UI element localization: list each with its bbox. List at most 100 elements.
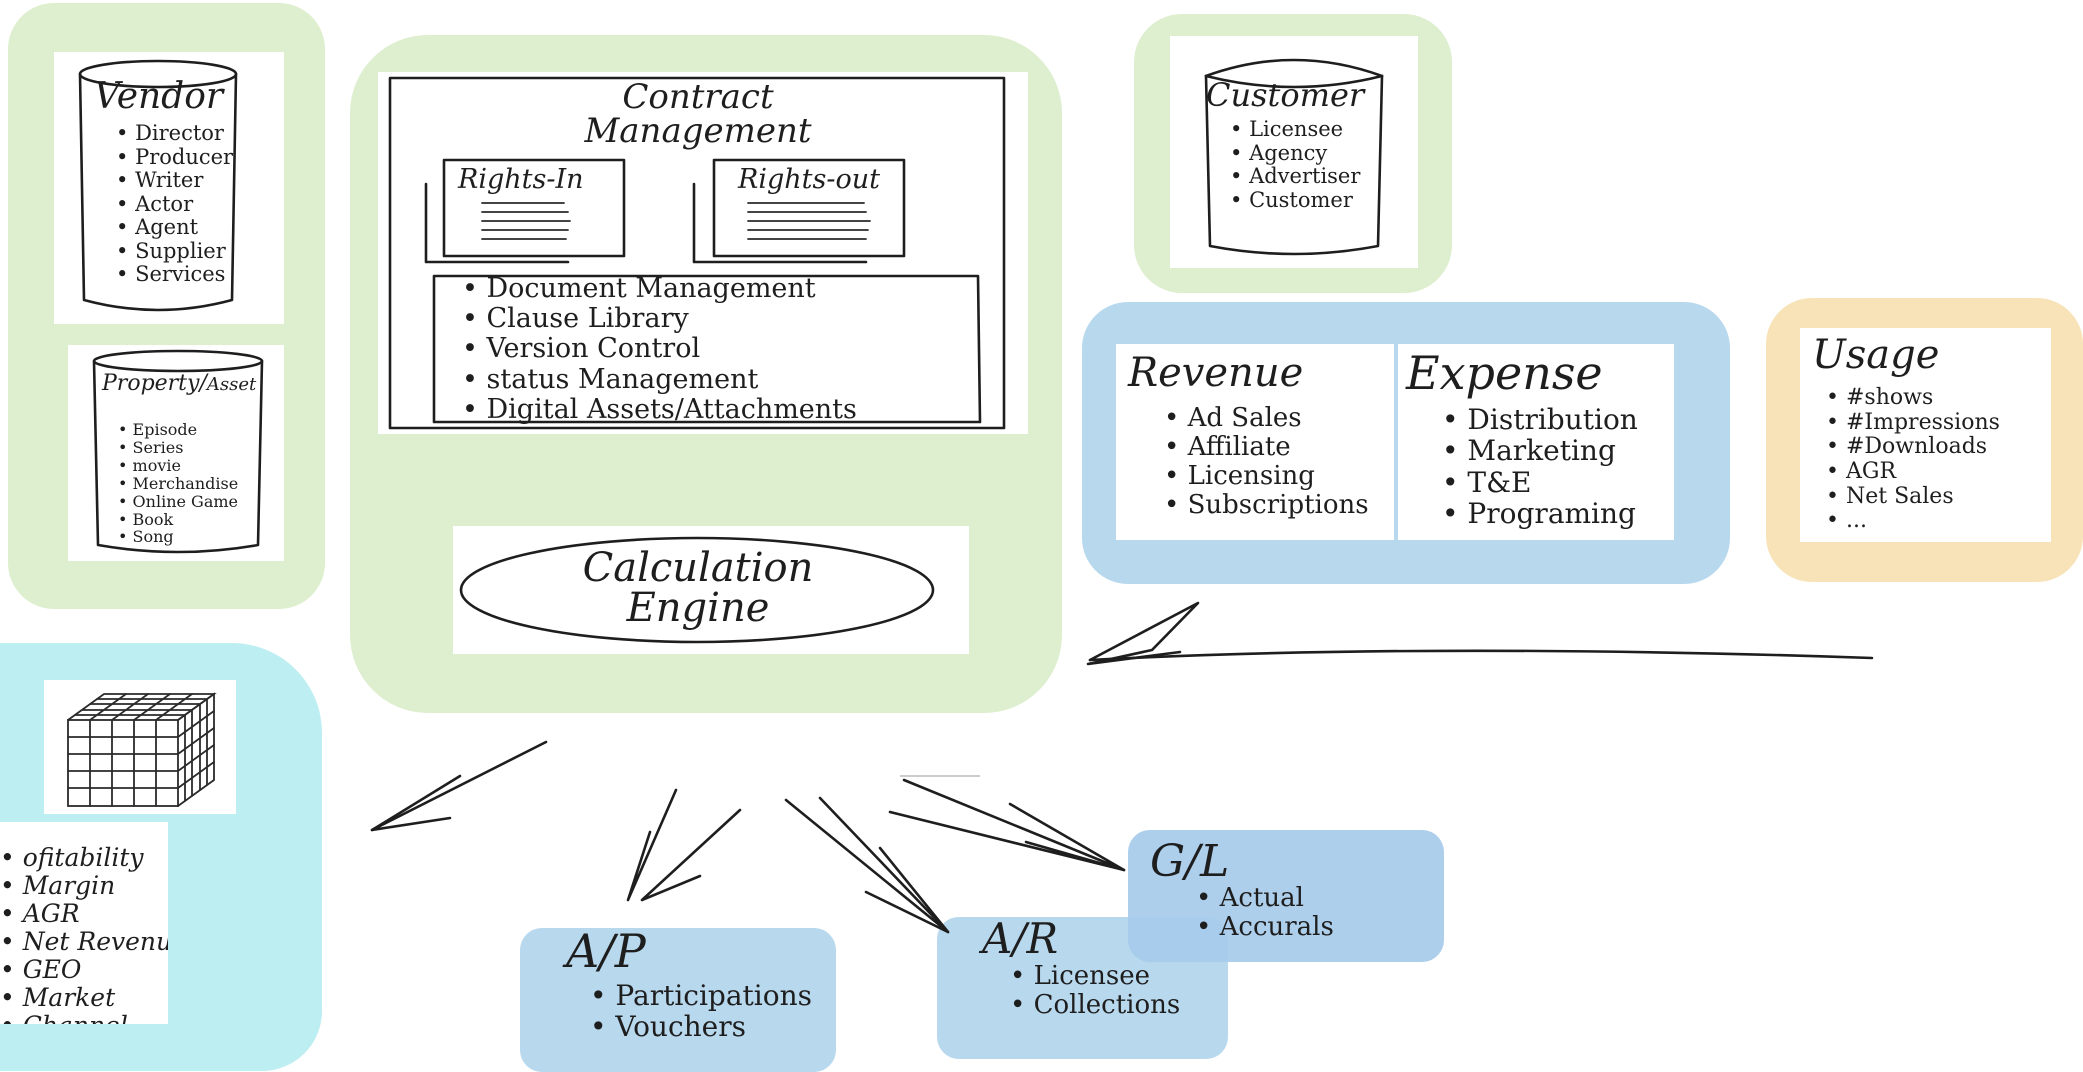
- contract-feature-item: Document Management: [462, 273, 857, 304]
- ap-title: A/P: [566, 924, 646, 978]
- ar-arrow: [784, 798, 950, 934]
- ap-arrow-1: [626, 788, 678, 902]
- vendor-item: Agent: [116, 216, 233, 240]
- analytics-item: AGR: [0, 900, 168, 928]
- vendor-panel: Vendor DirectorProducerWriterActorAgentS…: [54, 52, 284, 324]
- customer-item: Agency: [1230, 141, 1360, 166]
- cube-panel: [44, 680, 236, 814]
- data-cube-icon: [67, 692, 217, 807]
- property-item: Book: [118, 510, 238, 529]
- property-title-sub: Asset: [206, 374, 257, 395]
- vendor-item: Supplier: [116, 239, 233, 264]
- engine-label: Calculation Engine: [453, 548, 943, 628]
- expense-list: DistributionMarketingT&EPrograming: [1442, 404, 1638, 530]
- analytics-item: ofitability: [0, 844, 168, 872]
- contract-feature-item: Version Control: [462, 334, 857, 364]
- contract-feature-item: Clause Library: [462, 303, 857, 334]
- ar-item: Collections: [1010, 990, 1181, 1020]
- usage-item: Net Sales: [1826, 484, 2000, 510]
- engine-label-line1: Calculation: [582, 545, 814, 591]
- revenue-list: Ad SalesAffiliateLicensingSubscriptions: [1164, 403, 1369, 520]
- property-asset-panel: Property/Asset EpisodeSeriesmovieMerchan…: [68, 345, 284, 561]
- vendor-item: Director: [116, 121, 233, 146]
- customer-cylinder-outline: [1204, 58, 1384, 256]
- expense-item: Distribution: [1442, 404, 1637, 436]
- customer-panel: Customer LicenseeAgencyAdvertiserCustome…: [1170, 36, 1418, 268]
- vendor-item: Services: [116, 263, 233, 287]
- analytics-item: Margin: [0, 872, 168, 900]
- revenue-title: Revenue: [1128, 350, 1304, 396]
- ar-title: A/R: [982, 914, 1059, 963]
- usage-list: #shows#Impressions#DownloadsAGRNet Sales…: [1826, 385, 2000, 534]
- revenue-item: Affiliate: [1164, 432, 1369, 462]
- property-title-main: Property: [102, 371, 200, 396]
- usage-title: Usage: [1812, 332, 1940, 378]
- input-arrow: [1088, 649, 1874, 662]
- property-cylinder-outline: [92, 349, 264, 554]
- expense-title: Expense: [1406, 346, 1603, 400]
- analytics-item: Market: [0, 984, 168, 1012]
- usage-item: ...: [1826, 508, 2000, 534]
- property-item: Series: [118, 438, 238, 457]
- ar-item: Licensee: [1010, 961, 1180, 991]
- revenue-item: Subscriptions: [1164, 491, 1369, 520]
- contract-feature-item: status Management: [462, 364, 857, 395]
- vendor-item: Writer: [116, 169, 233, 193]
- usage-panel: Usage #shows#Impressions#DownloadsAGRNet…: [1800, 328, 2051, 542]
- vendor-cylinder-outline: [78, 59, 238, 312]
- expense-item: T&E: [1442, 466, 1638, 498]
- gl-item: Actual: [1196, 883, 1334, 913]
- contract-feature-item: Digital Assets/Attachments: [462, 394, 857, 425]
- revenue-panel: Revenue Ad SalesAffiliateLicensingSubscr…: [1116, 344, 1394, 540]
- vendor-item: Producer: [116, 145, 233, 170]
- engine-ellipse-outline: [459, 536, 935, 644]
- gl-arrow-2: [888, 810, 1126, 872]
- vendor-list: DirectorProducerWriterActorAgentSupplier…: [116, 121, 233, 287]
- contract-title-line1: Contract: [622, 77, 774, 117]
- ap-item: Vouchers: [590, 1011, 812, 1043]
- document-text-lines: [481, 202, 871, 240]
- revenue-item: Ad Sales: [1164, 403, 1369, 433]
- property-list: EpisodeSeriesmovieMerchandiseOnline Game…: [118, 421, 239, 546]
- rights-in-label: Rights-In: [458, 164, 584, 195]
- contract-title-line2: Management: [584, 111, 812, 151]
- expense-item: Programing: [1442, 498, 1638, 530]
- calculation-engine-panel: Calculation Engine: [453, 526, 969, 654]
- ar-list: LicenseeCollections: [1010, 961, 1181, 1020]
- gl-list: ActualAccurals: [1196, 883, 1334, 942]
- property-title: Property/Asset: [102, 371, 257, 396]
- customer-item: Advertiser: [1230, 165, 1360, 189]
- engine-label-line2: Engine: [626, 585, 770, 631]
- usage-item: #shows: [1826, 385, 2000, 411]
- contract-management-panel: Contract Management Rights-In Rights-out…: [378, 72, 1028, 434]
- analytics-list: ofitabilityMarginAGRNet RevenueGEOMarket…: [0, 844, 168, 1025]
- analytics-arrow: [370, 740, 548, 832]
- analytics-item: Net Revenue: [0, 928, 168, 956]
- property-item: Online Game: [118, 492, 238, 511]
- usage-item: #Impressions: [1826, 410, 2000, 436]
- vendor-item: Actor: [116, 192, 233, 217]
- vendor-title: Vendor: [94, 76, 224, 117]
- usage-item: #Downloads: [1826, 435, 2000, 460]
- ap-item: Participations: [590, 980, 812, 1012]
- expense-panel: Expense DistributionMarketingT&EProgrami…: [1398, 344, 1674, 540]
- usage-item: AGR: [1826, 459, 2000, 485]
- customer-item: Customer: [1230, 188, 1360, 213]
- rights-out-label: Rights-out: [738, 164, 880, 195]
- customer-item: Licensee: [1230, 117, 1360, 142]
- ap-list: ParticipationsVouchers: [590, 980, 812, 1043]
- contract-title: Contract Management: [548, 80, 848, 148]
- property-item: Song: [118, 528, 238, 546]
- analytics-panel: ofitabilityMarginAGRNet RevenueGEOMarket…: [0, 822, 168, 1024]
- analytics-item: GEO: [0, 956, 168, 984]
- expense-item: Marketing: [1442, 435, 1638, 467]
- customer-title: Customer: [1206, 76, 1365, 114]
- property-item: Merchandise: [118, 474, 239, 493]
- property-item: Episode: [118, 421, 238, 439]
- revenue-item: Licensing: [1164, 462, 1369, 491]
- gl-title: G/L: [1150, 836, 1230, 887]
- contract-feature-list: Document ManagementClause LibraryVersion…: [462, 273, 857, 425]
- customer-list: LicenseeAgencyAdvertiserCustomer: [1230, 117, 1360, 213]
- property-item: movie: [118, 456, 238, 475]
